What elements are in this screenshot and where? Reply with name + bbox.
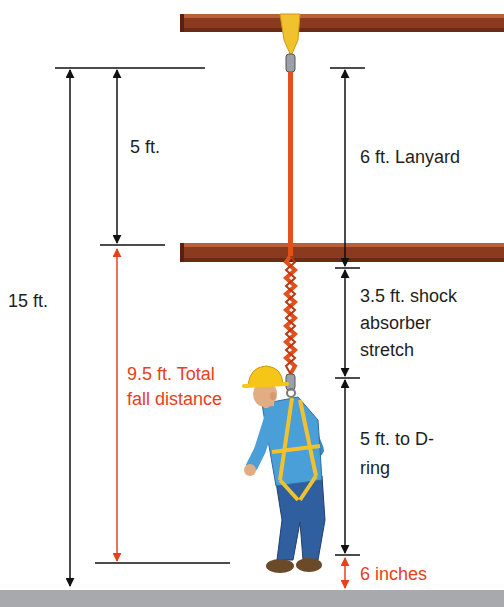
right-dimensions [330,68,365,588]
top-beam [180,14,504,32]
lanyard [280,14,300,390]
dimension-label: 15 ft. [8,288,66,314]
left-dimensions [55,68,230,586]
dimension-label: 3.5 ft. shock absorber stretch [360,283,482,364]
dimension-label: 6 ft. Lanyard [360,144,500,170]
ground [0,590,504,607]
dimension-label: 5 ft. to D-ring [360,425,446,483]
lower-beam [180,243,504,262]
dimension-label: 6 inches [360,561,470,587]
worker-figure [244,366,325,573]
dimension-label: 9.5 ft. Total fall distance [127,362,227,412]
dimension-label: 5 ft. [130,134,200,160]
